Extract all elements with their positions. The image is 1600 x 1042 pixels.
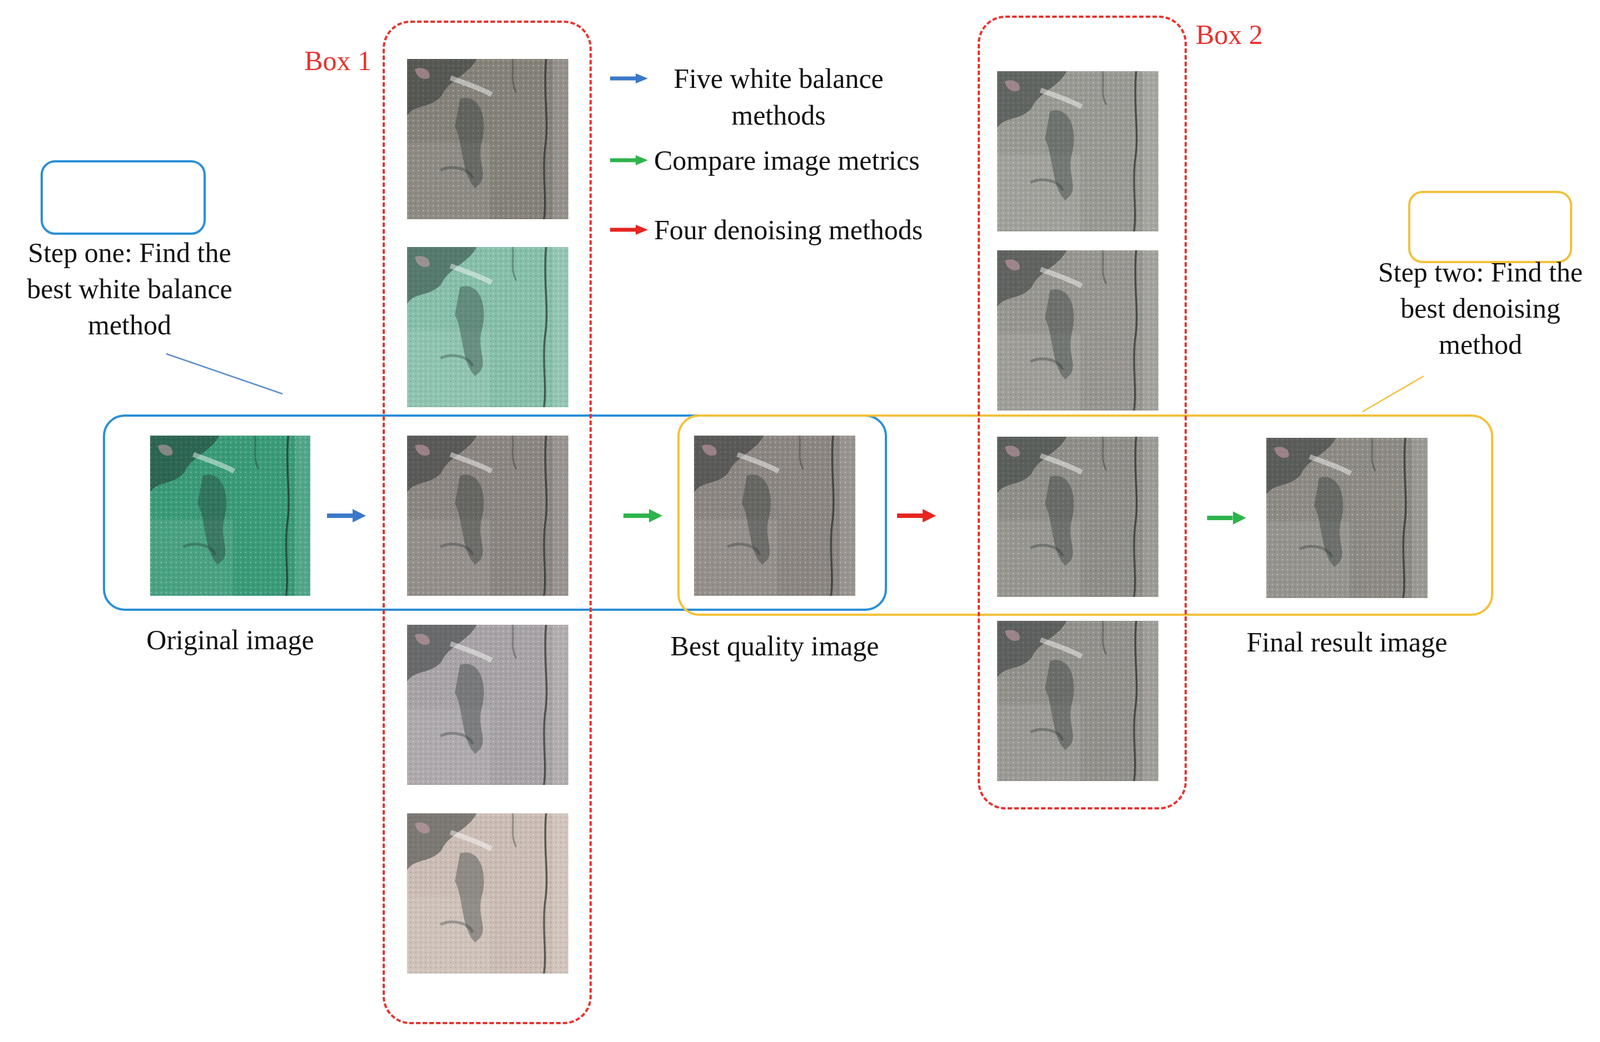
node-label: Step two: Find the best denoising method [1371, 254, 1589, 363]
step-two-region [678, 415, 1493, 615]
photo-thumbnails [150, 58, 1428, 974]
step-callout-box: Step two: Find the best denoising method [1408, 190, 1573, 264]
flow-arrow [897, 513, 923, 518]
leader-line [166, 353, 283, 394]
node-label: Best quality image [635, 627, 914, 665]
flow-arrow [1207, 515, 1233, 520]
legend-text: Four denoising methods [654, 211, 972, 249]
method-group-box: Box 2 [977, 15, 1187, 810]
legend-arrow [610, 224, 651, 236]
legend-arrow [610, 154, 651, 166]
legend-text: Compare image metrics [654, 141, 972, 179]
leader-line [1362, 375, 1424, 412]
image-node: Final result image [1266, 437, 1428, 598]
node-label: Original image [91, 621, 370, 658]
node-label: Final result image [1207, 623, 1486, 661]
step-callout-box: Step one: Find the best white balance me… [40, 160, 206, 235]
node-label: Box 1 [293, 42, 372, 79]
method-group-box: Box 1 [382, 20, 592, 1024]
legend-arrow [610, 72, 651, 84]
step-one-region [103, 415, 886, 610]
flow-arrow [327, 513, 353, 518]
image-node: Original image [150, 435, 311, 596]
legend-text: Five white balance methods [656, 60, 901, 134]
node-label: Step one: Find the best white balance me… [7, 234, 252, 344]
image-node: Best quality image [694, 435, 856, 596]
flow-arrow [623, 513, 650, 518]
node-label: Box 2 [1195, 16, 1274, 53]
